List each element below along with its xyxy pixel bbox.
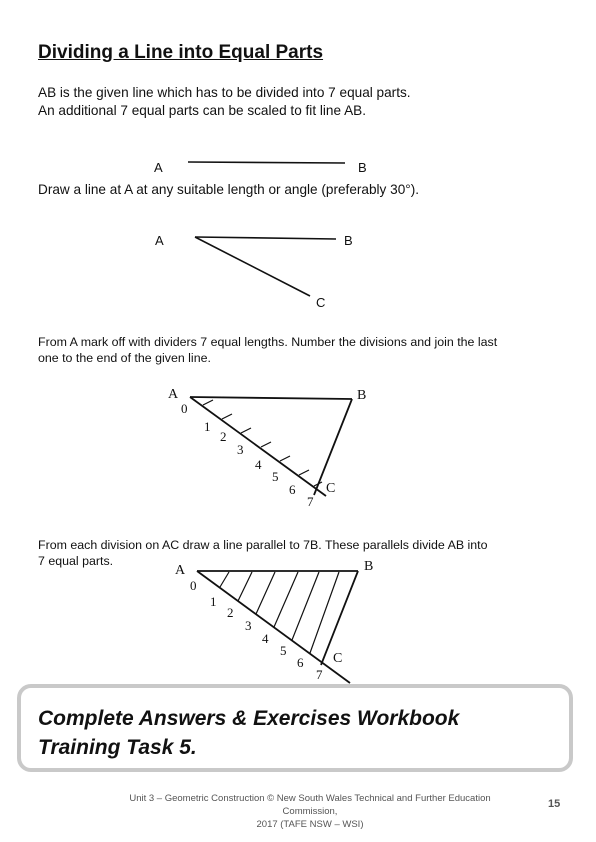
label-c: C bbox=[326, 481, 335, 496]
division-2: 2 bbox=[220, 429, 227, 444]
division-7: 7 bbox=[307, 494, 314, 509]
division-4: 4 bbox=[255, 457, 262, 472]
division-4: 4 bbox=[262, 631, 269, 646]
label-c: C bbox=[316, 295, 325, 310]
figure-angle: A B C bbox=[155, 233, 353, 310]
figure-line-ab: A B bbox=[154, 160, 367, 175]
step2-text: From A mark off with dividers 7 equal le… bbox=[38, 334, 497, 366]
division-1: 1 bbox=[204, 419, 211, 434]
division-7: 7 bbox=[316, 667, 323, 682]
page-title: Dividing a Line into Equal Parts bbox=[38, 42, 324, 63]
task-box-line-1: Complete Answers & Exercises Workbook bbox=[38, 707, 460, 730]
intro-line-2: An additional 7 equal parts can be scale… bbox=[38, 103, 366, 118]
division-3: 3 bbox=[245, 618, 252, 633]
label-b: B bbox=[357, 388, 366, 403]
division-6: 6 bbox=[289, 482, 296, 497]
footer-credit: Unit 3 – Geometric Construction © New So… bbox=[120, 792, 500, 831]
division-5: 5 bbox=[272, 469, 279, 484]
page-number: 15 bbox=[548, 798, 561, 810]
step1-text: Draw a line at A at any suitable length … bbox=[38, 182, 419, 197]
label-b: B bbox=[358, 160, 367, 175]
step3-text: From each division on AC draw a line par… bbox=[38, 537, 488, 569]
step2-line-2: one to the end of the given line. bbox=[38, 351, 211, 365]
division-0: 0 bbox=[190, 578, 197, 593]
step3-line-2: 7 equal parts. bbox=[38, 554, 114, 568]
label-a: A bbox=[175, 563, 186, 578]
step2-line-1: From A mark off with dividers 7 equal le… bbox=[38, 335, 498, 349]
footer-line-2: 2017 (TAFE NSW – WSI) bbox=[256, 819, 364, 830]
label-a: A bbox=[168, 387, 179, 402]
label-a: A bbox=[154, 160, 163, 175]
division-6: 6 bbox=[297, 655, 304, 670]
intro-text: AB is the given line which has to be div… bbox=[38, 84, 411, 120]
task-box-text: Complete Answers & Exercises Workbook Tr… bbox=[38, 704, 459, 762]
division-3: 3 bbox=[237, 442, 244, 457]
intro-line-1: AB is the given line which has to be div… bbox=[38, 85, 411, 100]
division-0: 0 bbox=[181, 401, 188, 416]
label-a: A bbox=[155, 233, 164, 248]
step3-line-1: From each division on AC draw a line par… bbox=[38, 538, 488, 552]
footer-line-1: Unit 3 – Geometric Construction © New So… bbox=[129, 793, 491, 817]
division-1: 1 bbox=[210, 594, 217, 609]
label-b: B bbox=[364, 559, 373, 574]
task-box-line-2: Training Task 5. bbox=[38, 736, 197, 759]
figure-divisions: A B C 0 1 2 3 4 5 6 7 bbox=[168, 387, 366, 509]
division-2: 2 bbox=[227, 605, 234, 620]
task-box bbox=[17, 684, 573, 772]
label-b: B bbox=[344, 233, 353, 248]
label-c: C bbox=[333, 651, 342, 666]
division-5: 5 bbox=[280, 643, 287, 658]
figure-parallels: A B C 0 1 2 3 4 5 6 7 bbox=[175, 559, 373, 684]
